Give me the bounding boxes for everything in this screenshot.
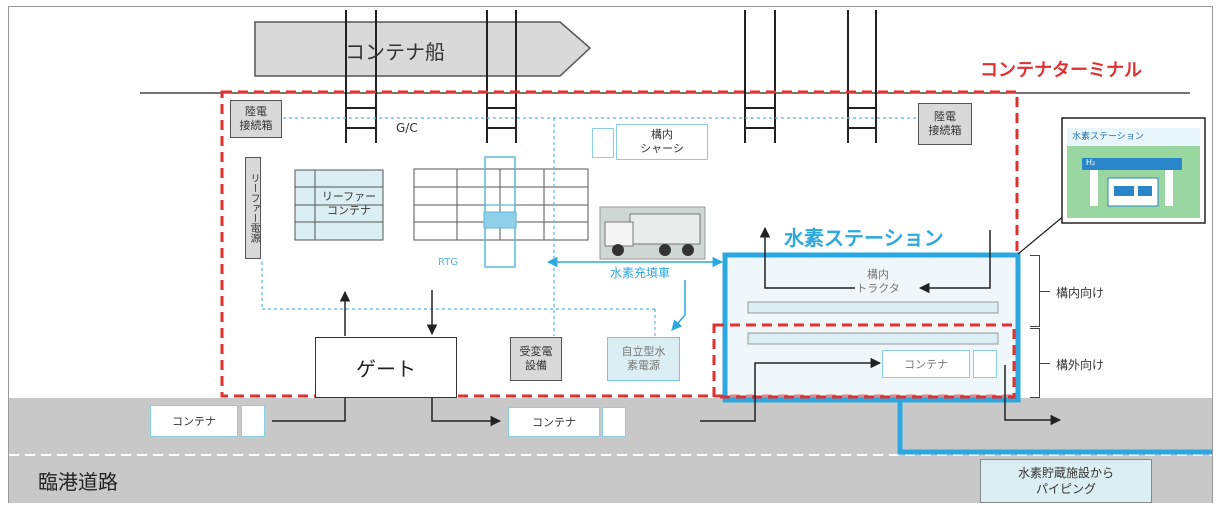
- outside-bracket-tick: [1040, 363, 1050, 364]
- power-lines: [261, 117, 920, 336]
- h2-arrows: [546, 256, 724, 331]
- harbor-road-label: 臨港道路: [38, 470, 118, 494]
- container-ship: [254, 21, 592, 77]
- inside-bracket-tick: [1040, 291, 1050, 292]
- yard-chassis-box: 構内 シャーシ: [616, 124, 708, 160]
- gate-label: ゲート: [356, 357, 416, 381]
- yard-tractor-label: 構内 トラクタ: [856, 268, 900, 295]
- container-inside-box: コンテナ: [882, 350, 970, 378]
- h2-station-inset-title: 水素ステーション: [1072, 132, 1144, 142]
- lane-bar-top: [747, 301, 999, 314]
- outside-service-area: [712, 323, 1016, 399]
- h2-piping-box: 水素貯蔵施設から パイピング: [980, 459, 1152, 503]
- reefer-grid: [294, 169, 384, 241]
- shore-power-box-left: 陸電 接続箱: [230, 100, 282, 138]
- terminal-boundary: [220, 90, 1019, 398]
- road-container-small-box-2: [602, 407, 626, 437]
- h2-station-illustration: [1061, 117, 1206, 224]
- h2-backup-power-box: 自立型水 素電源: [607, 337, 680, 381]
- gate-box: [315, 337, 457, 398]
- reefer-power-box: リーファー電源: [245, 157, 261, 259]
- outside-bracket: [1030, 328, 1040, 398]
- reefer-container-label: リーファー コンテナ: [321, 190, 377, 217]
- gantry-cranes: [345, 10, 877, 143]
- gantry-crane-label: G/C: [396, 121, 418, 135]
- road-container-box-2: コンテナ: [508, 407, 600, 437]
- h2-refueler-label: 水素充填車: [610, 266, 671, 280]
- container-inside-small-box: [973, 350, 997, 378]
- substation-box: 受変電 設備: [510, 337, 562, 381]
- h2-station-title: 水素ステーション: [784, 226, 944, 250]
- inside-bracket: [1030, 255, 1040, 327]
- for-outside-label: 構外向け: [1056, 358, 1105, 372]
- h2-refuel-truck-illustration: [599, 206, 706, 260]
- reefer-power-label: リーファー電源: [248, 173, 259, 243]
- rtg-label: RTG: [438, 257, 459, 268]
- container-terminal-title: コンテナターミナル: [980, 60, 1142, 81]
- lane-bar-bottom: [747, 332, 999, 345]
- yard-chassis-small-box: [592, 128, 614, 158]
- inset-callout: [1017, 213, 1067, 255]
- shore-power-box-right: 陸電 接続箱: [918, 103, 972, 145]
- container-ship-label: コンテナ船: [345, 40, 445, 64]
- road-container-small-box-1: [241, 405, 265, 437]
- road-container-box-1: コンテナ: [150, 405, 238, 437]
- h2-symbol: H₂: [1086, 158, 1096, 167]
- rtg-crane: [483, 156, 517, 268]
- for-inside-label: 構内向け: [1056, 286, 1105, 300]
- h2-piping-route: [897, 400, 1212, 455]
